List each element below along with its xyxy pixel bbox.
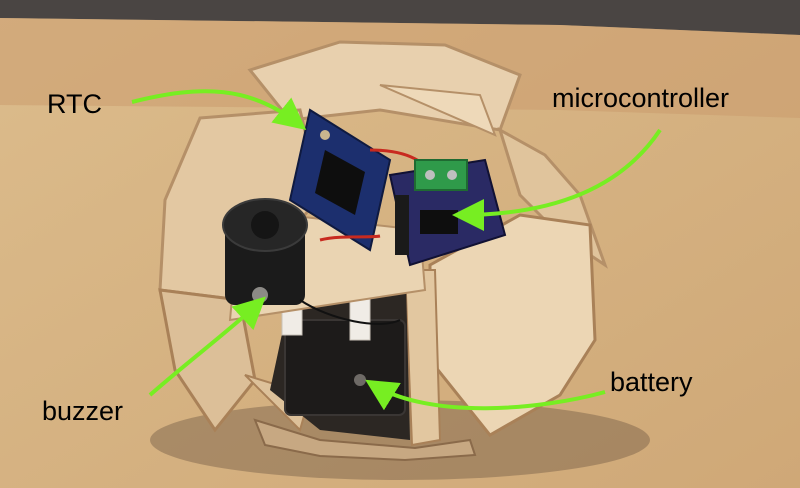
rtc-module [288, 108, 392, 252]
wire-black [299, 299, 401, 325]
panel-bottom-center [403, 269, 442, 447]
panel-inner-triangle [379, 84, 497, 137]
mcu-chip [420, 210, 458, 234]
mcu-terminal-block [414, 159, 468, 191]
label-buzzer: buzzer [42, 396, 124, 426]
label-battery: battery [610, 367, 693, 397]
arrow-buzzer [148, 296, 266, 397]
rtc-hole [320, 130, 330, 140]
mcu-terminal-screw-2 [447, 170, 457, 180]
background-wall [0, 0, 800, 35]
microcontroller-module [388, 158, 507, 267]
rtc-chip [315, 150, 365, 215]
label-rtc: RTC [47, 89, 103, 119]
arrow-microcontroller [452, 128, 662, 231]
battery-holder [284, 319, 406, 416]
arrow-battery [365, 379, 606, 411]
buzzer-mount-screw [252, 287, 268, 303]
mcu-terminal-screw-1 [425, 170, 435, 180]
label-microcontroller: microcontroller [552, 83, 730, 113]
mcu-pin-header [395, 195, 409, 255]
panel-right-big [428, 213, 597, 437]
arrow-rtc [131, 89, 307, 130]
panel-bottom [253, 418, 477, 462]
buzzer-component [222, 198, 308, 305]
device-shadow [150, 400, 650, 480]
buzzer-grille [251, 211, 279, 239]
battery-screw [354, 374, 366, 386]
wire-red-2 [319, 234, 381, 242]
